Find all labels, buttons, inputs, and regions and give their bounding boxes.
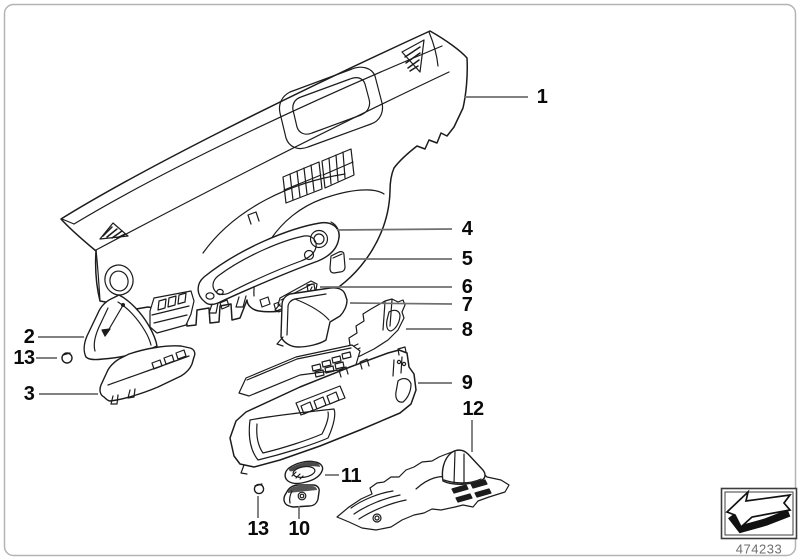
part-drawing-8-bracket: [341, 298, 406, 360]
left-side-vent: [99, 222, 129, 240]
callout-13-left[interactable]: 13: [13, 347, 35, 369]
steering-column-opening: [104, 264, 134, 296]
callout-9[interactable]: 9: [461, 372, 473, 394]
callout-10[interactable]: 10: [288, 518, 310, 540]
direction-arrow-icon: [720, 487, 798, 540]
part-drawing-4-cluster-surround: [197, 211, 340, 314]
callout-6[interactable]: 6: [461, 276, 473, 298]
leader-7: [349, 302, 453, 305]
right-side-vent: [401, 39, 425, 73]
part-drawing-3-lower-panel: [99, 345, 196, 405]
part-drawing-13-grommet-bottom: [253, 483, 265, 495]
page-border: [3, 3, 797, 557]
part-drawing-5-clip: [329, 251, 346, 274]
callout-8[interactable]: 8: [461, 319, 473, 341]
part-drawing-12-underside-panel: [336, 449, 510, 531]
callout-13-bottom[interactable]: 13: [247, 518, 269, 540]
leader-lines: [36, 96, 528, 519]
callout-5[interactable]: 5: [461, 248, 473, 270]
part-drawing-10-cover: [283, 484, 320, 508]
part-drawing-2-side-panel: [83, 290, 195, 361]
diagram-number: 474233: [735, 541, 783, 557]
callout-2[interactable]: 2: [23, 326, 35, 348]
center-vent-grilles: [282, 148, 355, 204]
part-drawing-1-dashboard: [60, 30, 468, 327]
leader-4: [336, 228, 453, 231]
callout-4[interactable]: 4: [461, 218, 473, 240]
part-drawing-9-lower-trim: [229, 344, 417, 475]
part-drawing-7-tray: [276, 283, 348, 348]
callout-7[interactable]: 7: [461, 294, 473, 316]
part-drawing-11-bezel: [284, 460, 324, 485]
callout-12[interactable]: 12: [462, 398, 484, 420]
callout-3[interactable]: 3: [23, 383, 35, 405]
callout-1[interactable]: 1: [536, 86, 548, 108]
callout-11[interactable]: 11: [340, 465, 362, 487]
part-drawing-13-grommet-left: [61, 352, 73, 364]
